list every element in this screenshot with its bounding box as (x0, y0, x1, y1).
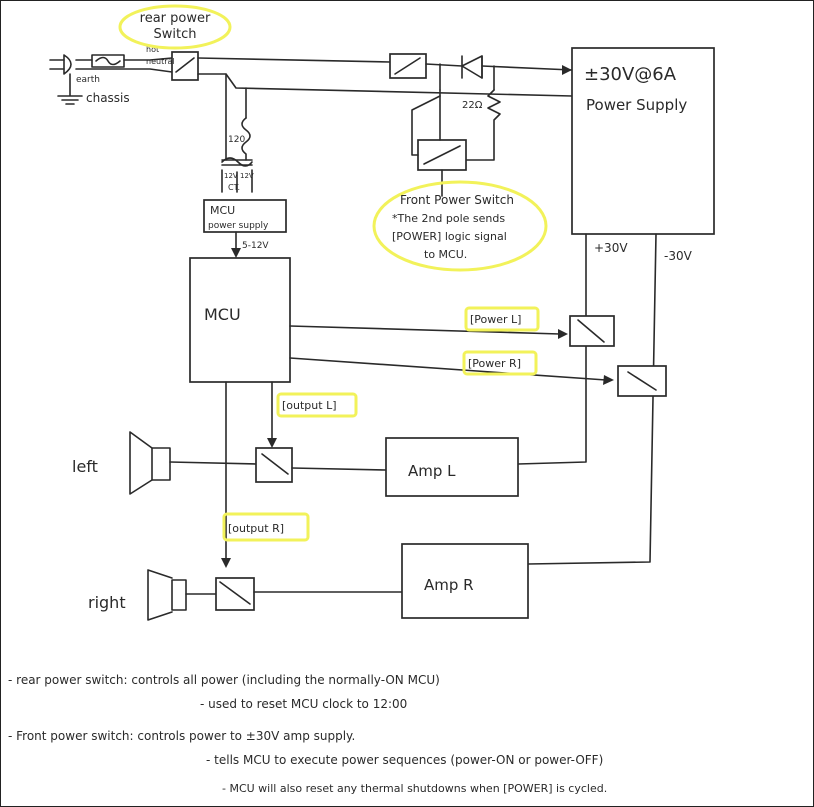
earth-ground-icon (57, 73, 83, 105)
note-rear-switch: - rear power switch: controls all power … (8, 673, 440, 687)
front-switch-label-line1: Front Power Switch (400, 193, 514, 207)
front-switch-highlight (372, 180, 548, 272)
amp-r-label: Amp R (424, 576, 474, 594)
output-l-relay (255, 447, 293, 483)
supply-label-line2: Power Supply (586, 96, 687, 114)
power-r-label: [Power R] (468, 357, 521, 370)
transformer-icon (221, 157, 253, 193)
minus30-label: -30V (664, 249, 693, 263)
left-speaker-icon (129, 431, 171, 495)
note-front-switch: - Front power switch: controls power to … (8, 729, 355, 743)
left-speaker-label: left (72, 457, 98, 476)
output-l-label: [output L] (282, 399, 337, 412)
front-switch-label-line2: *The 2nd pole sends (392, 212, 505, 225)
right-speaker-icon (147, 569, 187, 621)
note-reset-clock: - used to reset MCU clock to 12:00 (200, 697, 407, 711)
earth-label: earth (76, 75, 100, 85)
amp-l-box (385, 437, 519, 497)
output-r-label: [output R] (228, 522, 284, 535)
transformer-sec-b-label: 12V (240, 172, 254, 180)
mcu-power-supply-box (203, 199, 287, 233)
mcu-supply-label-line2: power supply (208, 221, 269, 231)
resistor-label: 22Ω (462, 100, 483, 111)
fuse-icon (91, 54, 125, 68)
note-power-sequence: - tells MCU to execute power sequences (… (206, 753, 603, 767)
amp-l-label: Amp L (408, 462, 456, 480)
power-l-highlight (464, 306, 540, 332)
rear-switch-highlight (118, 4, 232, 50)
neutral-label: neutral (146, 57, 175, 66)
power-l-label: [Power L] (470, 313, 521, 326)
output-l-highlight (276, 392, 358, 418)
transformer-primary-label: 120 (228, 135, 245, 145)
hot-label: hot (146, 45, 159, 54)
chassis-label: chassis (86, 91, 130, 105)
rear-switch-label-line1: rear power (140, 11, 211, 26)
main-power-supply-box (571, 47, 715, 235)
note-thermal-reset: - MCU will also reset any thermal shutdo… (222, 782, 607, 795)
plus30-label: +30V (594, 241, 628, 255)
front-switch-label-line4: to MCU. (424, 248, 467, 261)
transformer-ct-label: CT. (228, 183, 240, 192)
amp-r-box (401, 543, 529, 619)
rear-switch-label-line2: Switch (154, 27, 197, 42)
mcu-voltage-label: 5-12V (242, 241, 269, 251)
mcu-supply-label-line1: MCU (210, 204, 235, 217)
mcu-label: MCU (204, 305, 241, 324)
right-speaker-label: right (88, 593, 126, 612)
power-r-highlight (462, 350, 538, 376)
mains-plug-icon (49, 54, 72, 75)
front-switch-label-line3: [POWER] logic signal (392, 230, 507, 243)
diode-icon (461, 55, 483, 79)
mcu-box (189, 257, 291, 383)
transformer-sec-a-label: 12V (224, 172, 238, 180)
supply-label-line1: ±30V@6A (584, 64, 677, 85)
output-r-highlight (222, 512, 310, 542)
